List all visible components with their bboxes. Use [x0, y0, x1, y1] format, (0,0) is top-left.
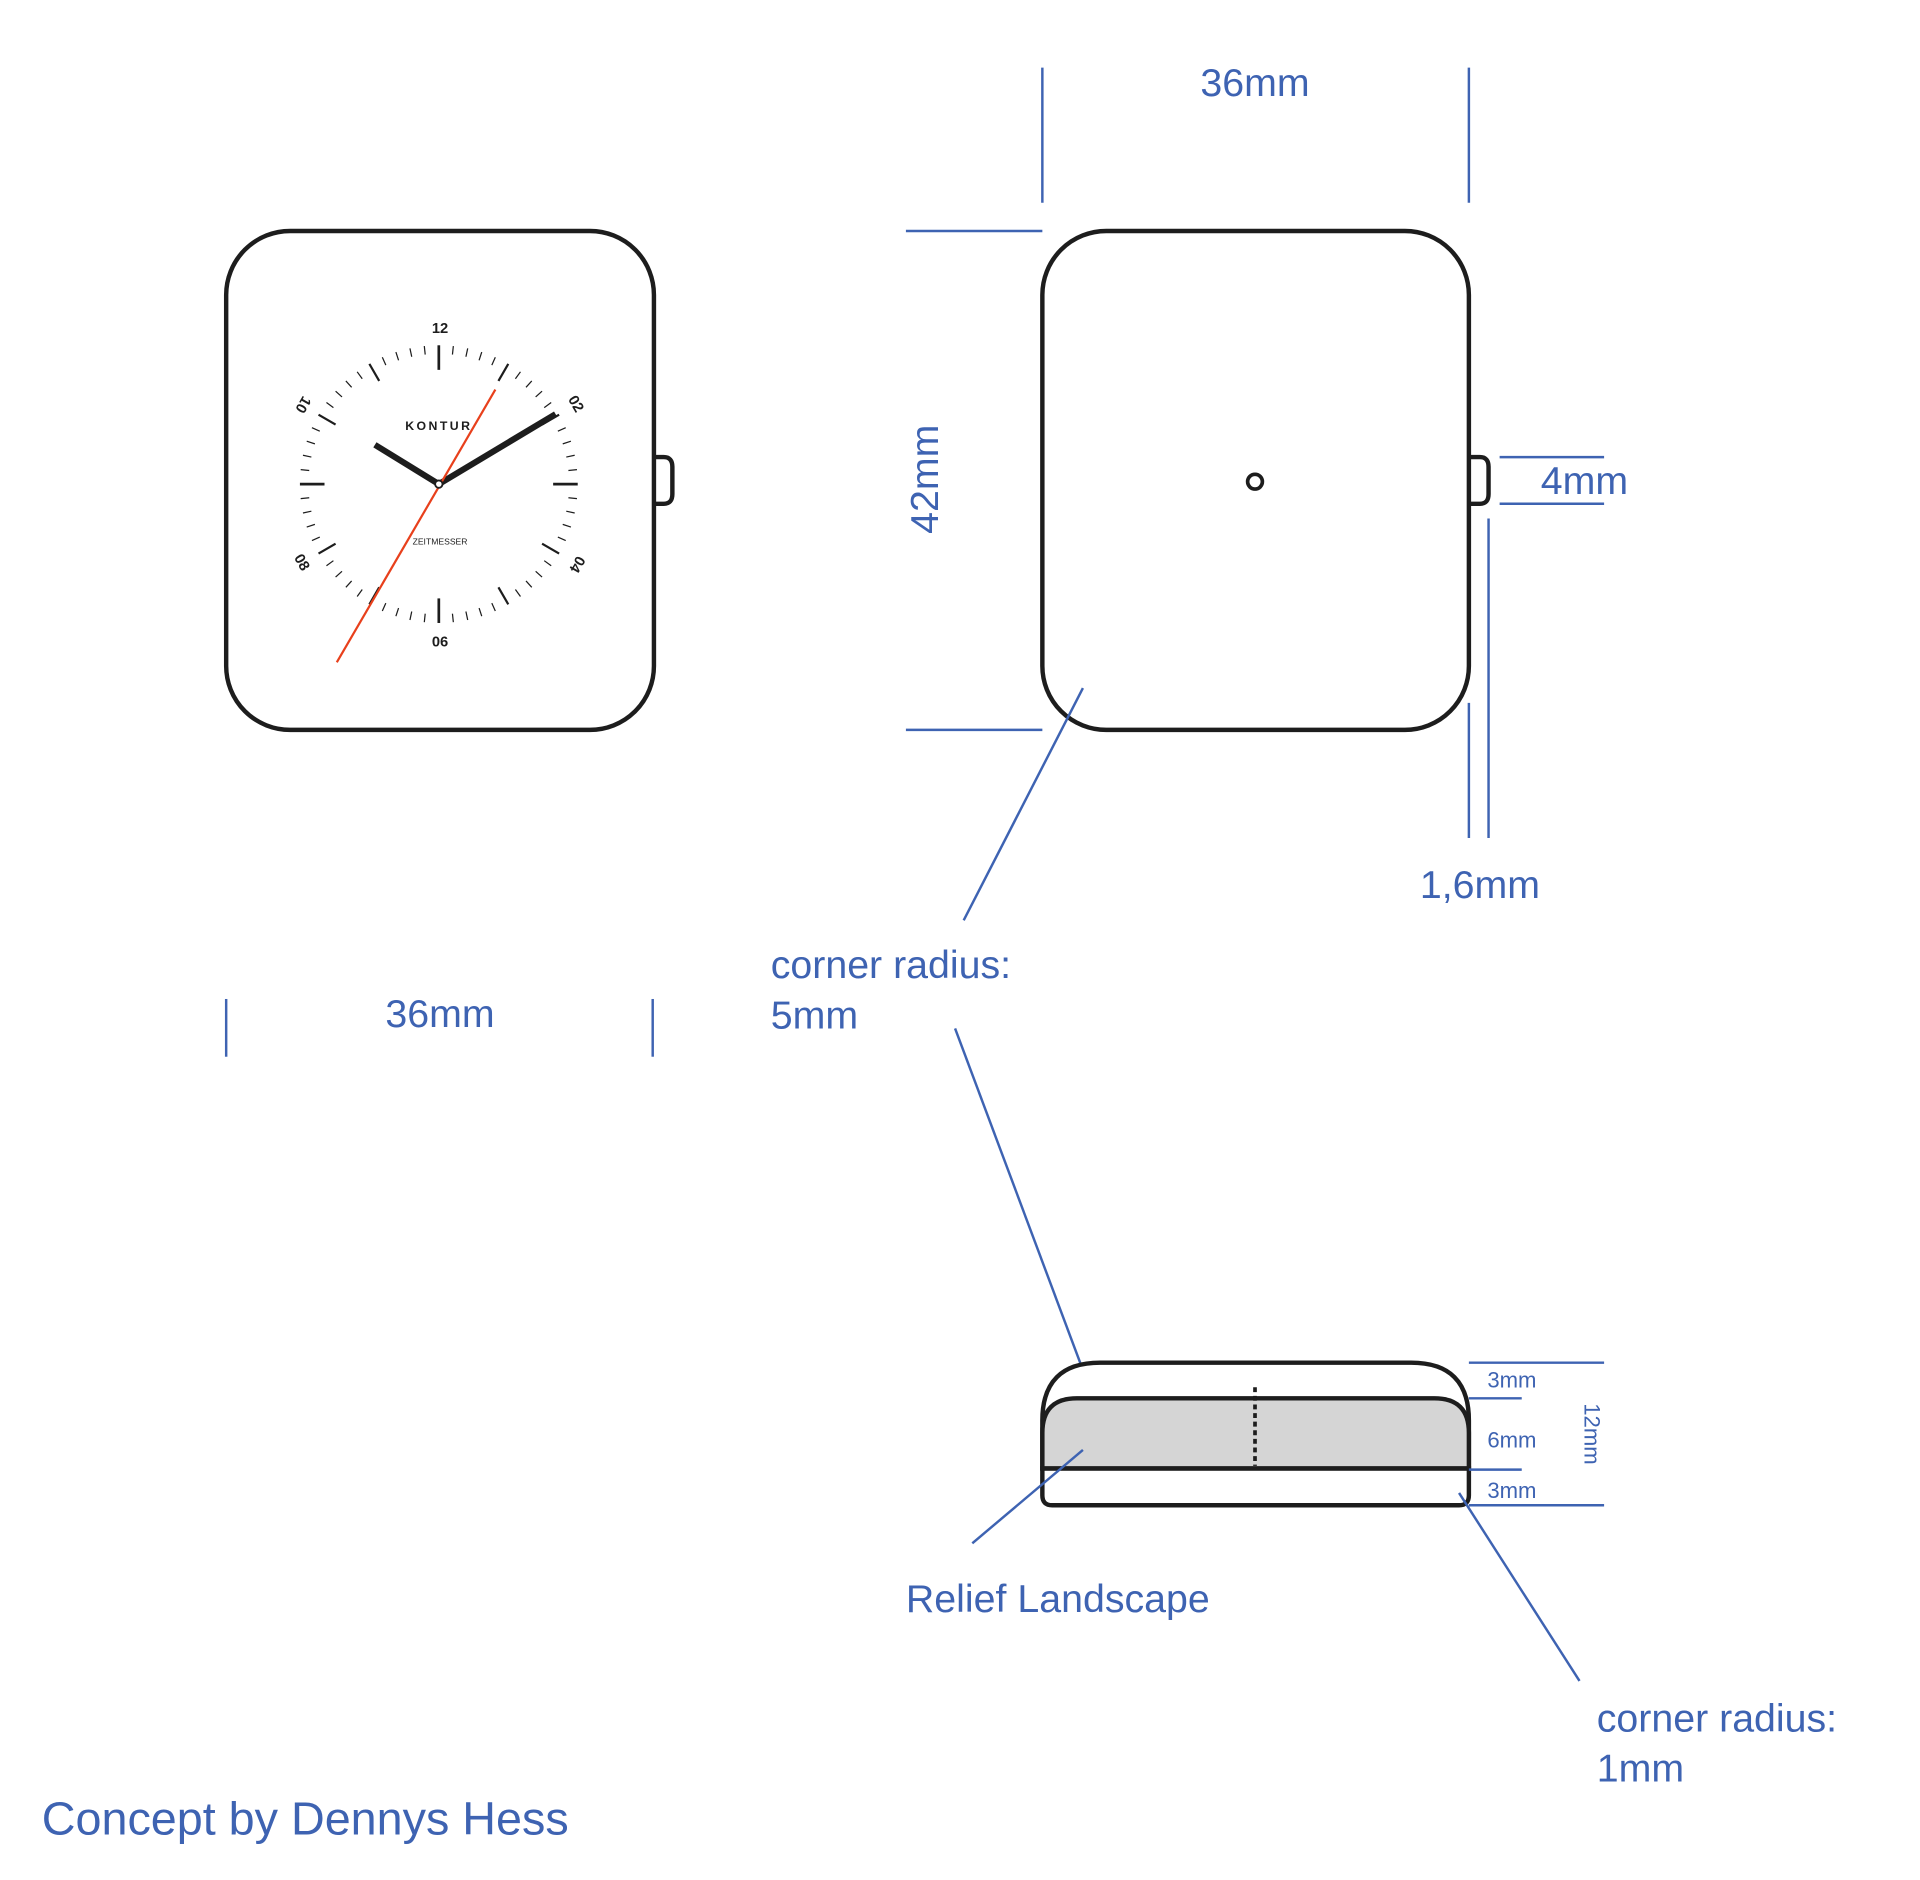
dial-tick-mark — [514, 589, 521, 597]
side-view: 3mm 6mm 3mm 12mm Relief Landscape corner… — [906, 1360, 1837, 1791]
dial-tick-mark — [491, 357, 496, 366]
dial-tick-mark — [562, 523, 572, 528]
dial-tick-mark — [478, 351, 483, 361]
dial-tick-mark — [345, 380, 353, 388]
side-middle-layer-label: 6mm — [1487, 1427, 1536, 1452]
dial-tick-mark — [317, 542, 337, 555]
front-width-dimension: 36mm — [224, 992, 654, 1057]
dial-tick-mark — [525, 580, 533, 588]
dial-tick-mark — [465, 348, 469, 357]
dial-tick-mark — [543, 402, 552, 409]
dial-tick-mark — [497, 586, 510, 605]
corner-radius-5mm-label-line1: corner radius: — [771, 943, 1011, 987]
dial-tick-mark — [300, 497, 310, 500]
dial-tick-mark — [451, 345, 454, 355]
dial-numeral-10: 10 — [291, 393, 313, 415]
dial-tick-mark — [381, 602, 387, 612]
dial-tick-mark — [423, 613, 426, 623]
dial-tick-mark — [465, 611, 469, 621]
dial-subtitle-text: ZEITMESSER — [413, 536, 468, 546]
side-layer-dimensions: 3mm 6mm 3mm 12mm — [1468, 1361, 1604, 1507]
side-top-layer-label: 3mm — [1487, 1367, 1536, 1392]
dial-tick-mark — [317, 413, 337, 426]
dial-tick-mark — [300, 469, 310, 472]
side-bottom-layer-label: 3mm — [1487, 1478, 1536, 1503]
dial-tick-mark — [562, 440, 572, 445]
dial-tick-mark — [311, 536, 321, 542]
credit-text: Concept by Dennys Hess — [42, 1793, 569, 1845]
dial-tick-mark — [409, 348, 413, 357]
corner-radius-5mm-label-line2: 5mm — [771, 993, 858, 1037]
corner-radius-5mm-callout: corner radius: 5mm — [771, 687, 1088, 1381]
dial-tick-mark — [302, 454, 312, 458]
dial-numeral-06: 06 — [432, 634, 448, 650]
dial-tick-mark — [497, 363, 510, 382]
back-view: 36mm 42mm 4mm 1,6mm corner radius: 5mm — [771, 61, 1628, 1381]
crown-offset-label: 1,6mm — [1420, 863, 1540, 907]
relief-landscape-callout: Relief Landscape — [906, 1448, 1210, 1621]
dial-tick-mark — [423, 345, 426, 355]
dial: 12 02 04 06 08 10 KONTUR ZEITMESSER — [290, 321, 588, 663]
dial-tick-mark — [478, 607, 483, 617]
back-height-label: 42mm — [903, 425, 947, 534]
crown-dimension: 4mm — [1499, 455, 1628, 506]
dial-tick-mark — [535, 390, 543, 398]
dial-tick-mark — [535, 570, 543, 578]
dial-tick-mark — [543, 560, 552, 567]
side-bottom-plate — [1040, 1466, 1472, 1508]
dial-tick-mark — [568, 469, 578, 472]
front-view: 12 02 04 06 08 10 KONTUR ZEITMESSER 36mm — [223, 228, 675, 1057]
dial-tick-mark — [326, 560, 334, 567]
crown-size-label: 4mm — [1541, 459, 1628, 503]
dial-tick-mark — [409, 611, 413, 621]
relief-landscape-label: Relief Landscape — [906, 1577, 1210, 1621]
dial-tick-mark — [514, 371, 521, 380]
dial-brand-text: KONTUR — [405, 419, 472, 433]
dial-tick-mark — [451, 613, 454, 623]
dial-tick-mark — [557, 536, 566, 542]
dial-numeral-12: 12 — [432, 321, 448, 337]
front-crown — [651, 454, 675, 507]
back-center-hole — [1245, 472, 1265, 491]
dial-tick-mark — [568, 497, 578, 500]
corner-radius-1mm-label-line1: corner radius: — [1597, 1696, 1837, 1740]
front-width-label: 36mm — [385, 992, 494, 1036]
dial-tick-mark — [306, 523, 316, 528]
dial-tick-mark — [368, 363, 381, 382]
dial-tick-mark — [335, 390, 343, 398]
dial-tick-mark — [395, 607, 400, 617]
dial-tick-mark — [356, 371, 363, 380]
dial-tick-mark — [335, 570, 343, 578]
minute-hand — [437, 411, 558, 487]
dial-tick-mark — [356, 589, 363, 597]
dial-numeral-04: 04 — [565, 553, 587, 576]
back-width-dimension: 36mm — [1041, 61, 1471, 203]
side-total-height-label: 12mm — [1579, 1403, 1604, 1464]
corner-radius-1mm-callout: corner radius: 1mm — [1458, 1492, 1837, 1791]
dial-tick-mark — [491, 602, 496, 612]
back-height-dimension: 42mm — [903, 229, 1043, 732]
dial-tick-mark — [395, 351, 400, 361]
dial-tick-mark — [306, 440, 316, 445]
dial-tick-mark — [302, 510, 312, 514]
dial-tick-mark — [557, 427, 566, 432]
hour-hand — [373, 442, 441, 487]
dial-tick-mark — [541, 542, 560, 555]
dial-tick-mark — [381, 357, 387, 366]
dial-tick-mark — [311, 427, 321, 432]
back-width-label: 36mm — [1200, 61, 1309, 105]
corner-radius-1mm-label-line2: 1mm — [1597, 1747, 1684, 1791]
dial-center-pin — [434, 479, 444, 489]
dial-tick-mark — [566, 454, 575, 458]
dial-tick-mark — [566, 510, 575, 514]
second-hand — [335, 388, 497, 663]
crown-offset-dimension: 1,6mm — [1420, 518, 1540, 907]
dial-tick-mark — [326, 402, 334, 409]
dial-tick-mark — [345, 580, 353, 588]
dial-tick-mark — [525, 380, 533, 388]
back-crown — [1467, 454, 1491, 507]
dial-numeral-02: 02 — [564, 393, 586, 415]
dial-numeral-08: 08 — [290, 552, 312, 574]
